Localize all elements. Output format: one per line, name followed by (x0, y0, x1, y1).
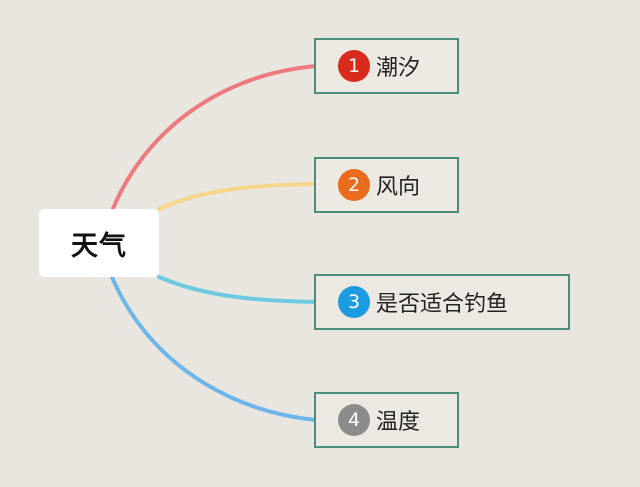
connector-line-2 (157, 182, 318, 211)
branch-number-badge: 1 (338, 50, 370, 82)
branch-label: 温度 (376, 410, 421, 435)
branch-label: 风向 (376, 175, 421, 200)
branch-node-wind-direction[interactable]: 2 风向 (314, 157, 459, 213)
branch-node-tide[interactable]: 1 潮汐 (314, 38, 459, 94)
branch-label: 潮汐 (376, 56, 421, 81)
branch-node-fishing-suitability[interactable]: 3 是否适合钓鱼 (314, 274, 570, 330)
branch-number-badge: 3 (338, 286, 370, 318)
connector-line-4 (110, 275, 318, 422)
connector-line-1 (110, 64, 318, 213)
branch-label: 是否适合钓鱼 (376, 292, 509, 317)
branch-number-badge: 2 (338, 169, 370, 201)
connector-line-3 (157, 275, 318, 304)
root-node[interactable]: 天气 (39, 209, 159, 277)
branch-number-badge: 4 (338, 404, 370, 436)
root-label: 天气 (71, 230, 127, 262)
branch-node-temperature[interactable]: 4 温度 (314, 392, 459, 448)
